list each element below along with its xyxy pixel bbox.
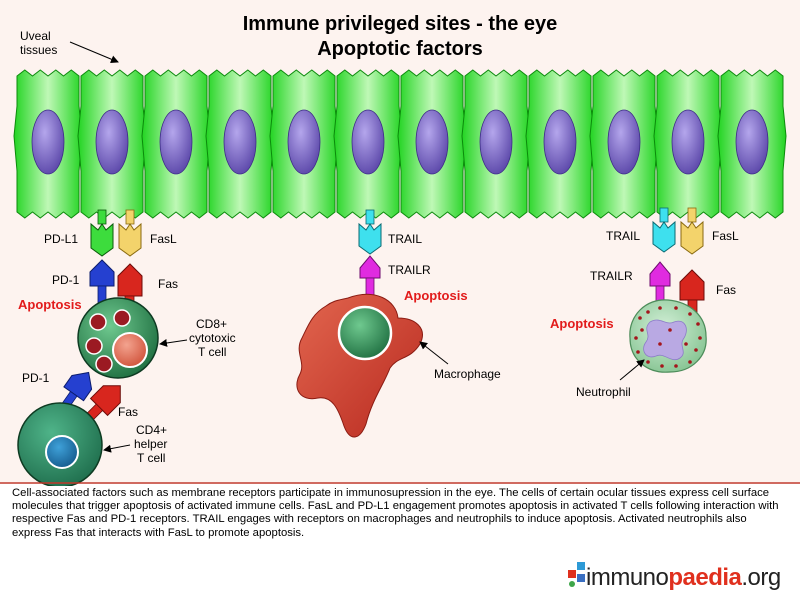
uveal-label-line-1: Uveal bbox=[20, 29, 51, 43]
pd1-bottom-label: PD-1 bbox=[22, 371, 50, 385]
apoptosis-mid-label: Apoptosis bbox=[404, 288, 468, 303]
uveal-cell-nucleus bbox=[415, 109, 449, 175]
pd1-top-receptor-glyph bbox=[89, 259, 115, 309]
trail-right-receptor-glyph bbox=[652, 207, 676, 253]
logo-wordmark: immunopaedia.org bbox=[586, 564, 781, 592]
cd4-t-cell bbox=[17, 402, 103, 486]
neutrophil-granule bbox=[658, 306, 662, 310]
uveal-cell-nucleus bbox=[159, 109, 193, 175]
cd4-label-line-2: helper bbox=[134, 437, 167, 451]
logo-part-immuno: immuno bbox=[586, 564, 669, 591]
pd1-top-label: PD-1 bbox=[52, 273, 80, 287]
logo-part-org: .org bbox=[741, 564, 781, 591]
eye-immune-privilege-diagram: Immune privileged sites - the eye Apopto… bbox=[0, 0, 800, 486]
fas-right-label: Fas bbox=[716, 283, 736, 297]
neutrophil-granule bbox=[638, 316, 642, 320]
neutrophil-granule bbox=[688, 360, 692, 364]
neutrophil-cell bbox=[629, 299, 707, 373]
trail-right-label: TRAIL bbox=[606, 229, 640, 243]
fasl-left-label: FasL bbox=[150, 232, 177, 246]
cd8-label-line-1: CD8+ bbox=[196, 317, 227, 331]
neutrophil-pointer-arrow bbox=[619, 359, 645, 381]
neutrophil-granule bbox=[698, 336, 702, 340]
uveal-cell-row bbox=[13, 69, 787, 219]
neutrophil-granule bbox=[694, 348, 698, 352]
title-line-1: Immune privileged sites - the eye bbox=[243, 13, 558, 35]
trailr-mid-label: TRAILR bbox=[388, 263, 431, 277]
cd8-t-cell bbox=[77, 297, 159, 379]
cd8-label-line-3: T cell bbox=[198, 345, 226, 359]
trail-mid-receptor-glyph bbox=[358, 209, 382, 255]
uveal-cell-nucleus bbox=[543, 109, 577, 175]
neutrophil-label: Neutrophil bbox=[576, 385, 631, 399]
neutrophil-granule bbox=[658, 342, 662, 346]
neutrophil-granule bbox=[668, 328, 672, 332]
cytotoxic-granule bbox=[95, 355, 113, 373]
cd4-pointer-arrow bbox=[103, 444, 131, 453]
uveal-cell-nucleus bbox=[607, 109, 641, 175]
logo-part-paedia: paedia bbox=[668, 564, 742, 591]
trailr-right-label: TRAILR bbox=[590, 269, 633, 283]
immunopaedia-logo[interactable]: immunopaedia.org bbox=[566, 560, 796, 596]
cytotoxic-granule bbox=[85, 337, 103, 355]
neutrophil-granules bbox=[634, 306, 702, 368]
cd8-pointer-arrow bbox=[159, 339, 188, 347]
apoptosis-right-label: Apoptosis bbox=[550, 316, 614, 331]
neutrophil-granule bbox=[660, 364, 664, 368]
neutrophil-granule bbox=[684, 342, 688, 346]
uveal-cell-nucleus bbox=[479, 109, 513, 175]
pdl1-label: PD-L1 bbox=[44, 232, 78, 246]
fasl-right-label: FasL bbox=[712, 229, 739, 243]
caption-text: Cell-associated factors such as membrane… bbox=[12, 487, 779, 539]
neutrophil-granule bbox=[674, 306, 678, 310]
uveal-cell-nucleus bbox=[223, 109, 257, 175]
fas-bottom-label: Fas bbox=[118, 405, 138, 419]
apoptosis-left-label: Apoptosis bbox=[18, 297, 82, 312]
neutrophil-granule bbox=[636, 350, 640, 354]
cd4-label-line-1: CD4+ bbox=[136, 423, 167, 437]
cytotoxic-granule bbox=[89, 313, 107, 331]
neutrophil-granule bbox=[640, 328, 644, 332]
uveal-cell-nucleus bbox=[95, 109, 129, 175]
fasl-left-receptor-glyph bbox=[118, 209, 142, 257]
title-line-2: Apoptotic factors bbox=[317, 38, 483, 60]
neutrophil-granule bbox=[646, 360, 650, 364]
uveal-cell-nucleus bbox=[31, 109, 65, 175]
neutrophil-granule bbox=[634, 336, 638, 340]
neutrophil-granule bbox=[646, 310, 650, 314]
uveal-cell-nucleus bbox=[735, 109, 769, 175]
neutrophil-granule bbox=[674, 364, 678, 368]
cd4-label-line-3: T cell bbox=[137, 451, 165, 465]
fasl-right-receptor-glyph bbox=[680, 207, 704, 255]
uveal-cell-nucleus bbox=[671, 109, 705, 175]
trailr-mid-receptor-glyph bbox=[359, 255, 381, 297]
neutrophil-granule bbox=[696, 322, 700, 326]
neutrophil-granule bbox=[688, 312, 692, 316]
uveal-cell-nucleus bbox=[351, 109, 385, 175]
macrophage-cell bbox=[296, 293, 423, 438]
macrophage-label: Macrophage bbox=[434, 367, 501, 381]
uveal-pointer-arrow bbox=[69, 41, 119, 63]
uveal-cell-nucleus bbox=[287, 109, 321, 175]
logo-cubes-icon bbox=[568, 562, 585, 587]
uveal-label-line-2: tissues bbox=[20, 43, 57, 57]
trail-mid-label: TRAIL bbox=[388, 232, 422, 246]
cytotoxic-granules bbox=[85, 309, 131, 373]
cd8-label-line-2: cytotoxic bbox=[189, 331, 236, 345]
pdl1-receptor-glyph bbox=[90, 209, 114, 257]
cytotoxic-granule bbox=[113, 309, 131, 327]
fas-left-label: Fas bbox=[158, 277, 178, 291]
macrophage-pointer-arrow bbox=[419, 341, 449, 365]
